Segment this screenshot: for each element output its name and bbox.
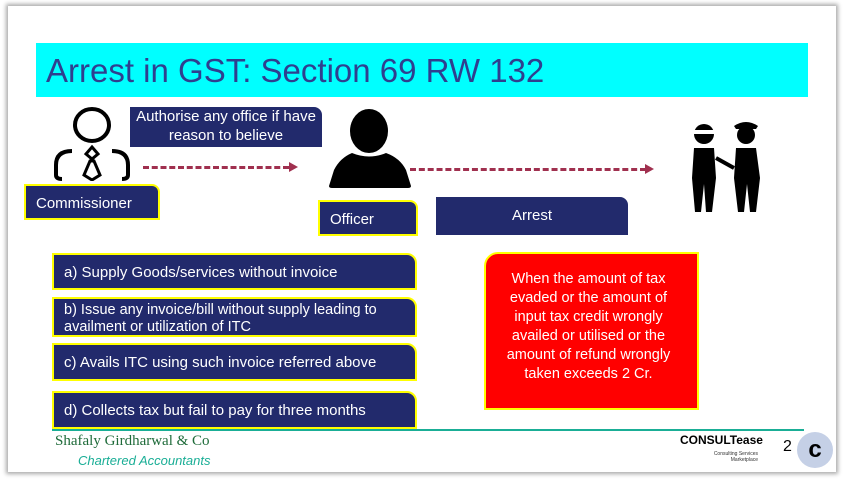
- arrest-box: Arrest: [436, 197, 628, 235]
- firm-subtitle: Chartered Accountants: [78, 453, 211, 468]
- item-d: d) Collects tax but fail to pay for thre…: [52, 391, 417, 429]
- item-c: c) Avails ITC using such invoice referre…: [52, 343, 417, 381]
- consultease-logo: CONSULTease: [680, 433, 763, 447]
- arrow-head-icon: [289, 162, 298, 172]
- firm-name: Shafaly Girdharwal & Co: [55, 433, 210, 449]
- logo-subtitle: Consulting Services Marketplace: [713, 451, 758, 463]
- consultease-badge-icon: c: [797, 432, 833, 468]
- arrow-head-icon: [645, 164, 654, 174]
- page-number: 2: [783, 438, 792, 455]
- footer-divider: [52, 429, 804, 431]
- authorise-box: Authorise any office if have reason to b…: [130, 107, 322, 147]
- arrow-line: [410, 168, 646, 171]
- officer-label: Officer: [318, 200, 418, 236]
- slide-title: Arrest in GST: Section 69 RW 132: [36, 43, 808, 97]
- officer-icon: [329, 109, 411, 188]
- commissioner-icon: [54, 107, 130, 181]
- condition-box: When the amount of tax evaded or the amo…: [484, 252, 699, 410]
- item-b: b) Issue any invoice/bill without supply…: [52, 297, 417, 337]
- arrest-police-icon: [692, 122, 760, 212]
- item-a: a) Supply Goods/services without invoice: [52, 253, 417, 290]
- commissioner-label: Commissioner: [24, 184, 160, 220]
- arrow-line: [143, 166, 289, 169]
